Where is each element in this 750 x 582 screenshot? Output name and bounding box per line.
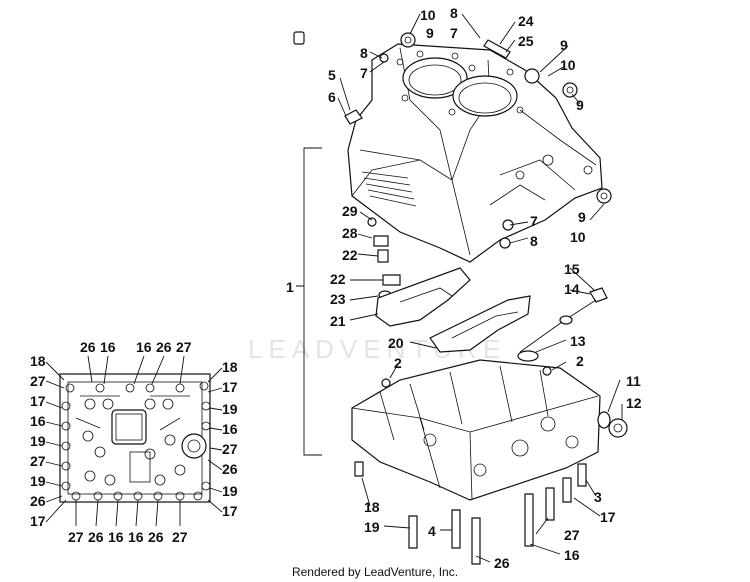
- inset-callout-26: 26: [30, 493, 46, 509]
- inset-callout-17r: 17: [222, 379, 238, 395]
- inset-callout-16t2: 16: [136, 339, 152, 355]
- callout-29: 29: [342, 203, 358, 219]
- callout-21: 21: [330, 313, 346, 329]
- inset-callout-18: 18: [30, 353, 46, 369]
- callout-15: 15: [564, 261, 580, 277]
- leader-lines: [337, 13, 623, 563]
- footer-credit: Rendered by LeadVenture, Inc.: [292, 565, 458, 579]
- callout-17: 17: [600, 509, 616, 525]
- callout-16: 16: [564, 547, 580, 563]
- callout-22: 22: [342, 247, 358, 263]
- main-callouts: 1 10 9 8 7 24 25 8 7 9 10 9 5 6 7 8 9 10…: [286, 5, 642, 571]
- inset-callout-17: 17: [30, 393, 46, 409]
- upper-fasteners: [293, 31, 612, 263]
- inset-callout-26btm: 26: [88, 529, 104, 545]
- assembly-bracket: [296, 147, 322, 456]
- callout-18: 18: [364, 499, 380, 515]
- inset-callout-18r: 18: [222, 359, 238, 375]
- callout-2: 2: [394, 355, 402, 371]
- callout-10: 10: [420, 7, 436, 23]
- callout-26: 26: [494, 555, 510, 571]
- callout-24: 24: [518, 13, 534, 29]
- callout-2b: 2: [576, 353, 584, 369]
- lower-crankcase: [351, 359, 601, 501]
- inset-callout-19b: 19: [30, 473, 46, 489]
- inset-callout-27r: 27: [222, 441, 238, 457]
- callout-9c: 9: [576, 97, 584, 113]
- callout-8b: 8: [360, 45, 368, 61]
- inset-callout-16r: 16: [222, 421, 238, 437]
- inset-bottom-view: [45, 355, 223, 527]
- inset-callout-17b: 17: [30, 513, 46, 529]
- callout-28: 28: [342, 225, 358, 241]
- callout-19: 19: [364, 519, 380, 535]
- inset-callout-27t: 27: [176, 339, 192, 355]
- callout-7: 7: [450, 25, 458, 41]
- inset-callout-27: 27: [30, 373, 46, 389]
- inset-callout-26t2: 26: [156, 339, 172, 355]
- callout-12: 12: [626, 395, 642, 411]
- callout-3: 3: [594, 489, 602, 505]
- baffle-plates: [375, 267, 531, 353]
- inset-callout-26t: 26: [80, 339, 96, 355]
- inset-callout-19: 19: [30, 433, 46, 449]
- inset-callout-16: 16: [30, 413, 46, 429]
- inset-callout-27b: 27: [30, 453, 46, 469]
- callout-9b: 9: [560, 37, 568, 53]
- inset-callout-27btm2: 27: [172, 529, 188, 545]
- drain-plugs: [597, 411, 628, 438]
- callout-7c: 7: [530, 213, 538, 229]
- inset-callout-19r2: 19: [222, 483, 238, 499]
- inset-callout-26btm2: 26: [148, 529, 164, 545]
- callout-11: 11: [626, 373, 641, 389]
- crankcase-bolts: [354, 461, 587, 565]
- callout-9d: 9: [578, 209, 586, 225]
- inset-callout-16t: 16: [100, 339, 116, 355]
- oil-pipe: [517, 287, 608, 362]
- callout-25: 25: [518, 33, 534, 49]
- inset-callout-16btm: 16: [108, 529, 124, 545]
- callout-14: 14: [564, 281, 580, 297]
- inset-callout-16btm2: 16: [128, 529, 144, 545]
- callout-4: 4: [428, 523, 436, 539]
- inset-callout-19r: 19: [222, 401, 238, 417]
- callout-9: 9: [426, 25, 434, 41]
- inset-callout-26r: 26: [222, 461, 238, 477]
- callout-8: 8: [450, 5, 458, 21]
- callout-6: 6: [328, 89, 336, 105]
- callout-7b: 7: [360, 65, 368, 81]
- callout-22b: 22: [330, 271, 346, 287]
- callout-27: 27: [564, 527, 580, 543]
- callout-1: 1: [286, 279, 294, 295]
- callout-10b: 10: [560, 57, 576, 73]
- callout-5: 5: [328, 67, 336, 83]
- callout-8c: 8: [530, 233, 538, 249]
- callout-23: 23: [330, 291, 346, 307]
- callout-20: 20: [388, 335, 404, 351]
- callout-10c: 10: [570, 229, 586, 245]
- inset-callout-27btm: 27: [68, 529, 84, 545]
- inset-callouts: 18 27 17 16 19 27 19 26 17 26 16 16 26 2…: [30, 339, 238, 545]
- callout-13: 13: [570, 333, 586, 349]
- upper-crankcase: [347, 43, 603, 263]
- inset-callout-17r2: 17: [222, 503, 238, 519]
